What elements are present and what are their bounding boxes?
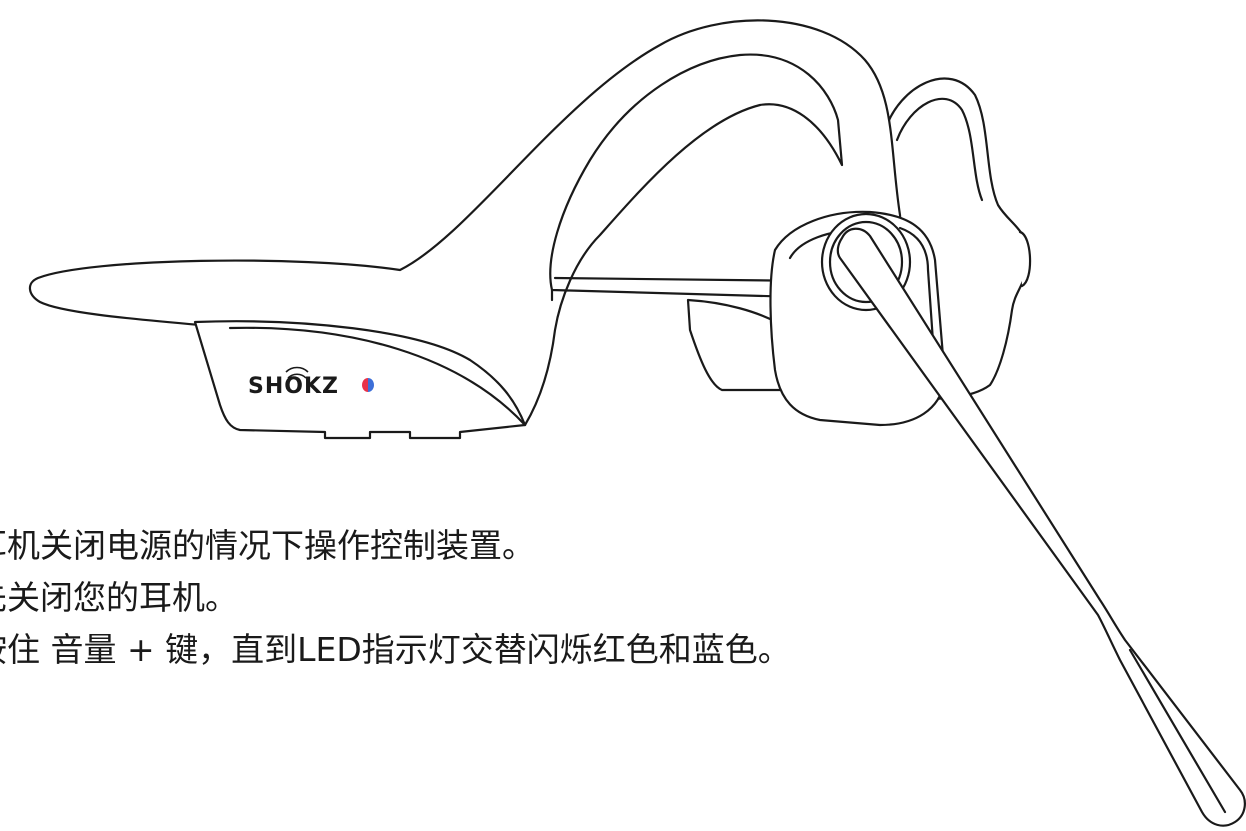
instruction-list: 耳机关闭电源的情况下操作控制装置。 先关闭您的耳机。 按住 音量 + 键，直到L… [0,520,791,676]
instruction-line: 先关闭您的耳机。 [0,578,238,617]
right-transducer-rim [898,226,937,372]
instruction-line: 按住 音量 + 键，直到LED指示灯交替闪烁红色和蓝色。 [0,630,791,669]
left-housing-seam [228,326,527,427]
far-ear-hook-inner [895,97,984,202]
mic-boom [836,227,1246,827]
logo-waves-icon [285,366,309,379]
brand-logo: SHOKZ [248,374,339,399]
mic-boom-edge [1128,648,1227,814]
left-housing [193,320,527,440]
led-indicator-icon [362,378,374,392]
far-ear-knob [1018,230,1032,288]
instruction-line: 耳机关闭电源的情况下操作控制装置。 [0,526,535,565]
